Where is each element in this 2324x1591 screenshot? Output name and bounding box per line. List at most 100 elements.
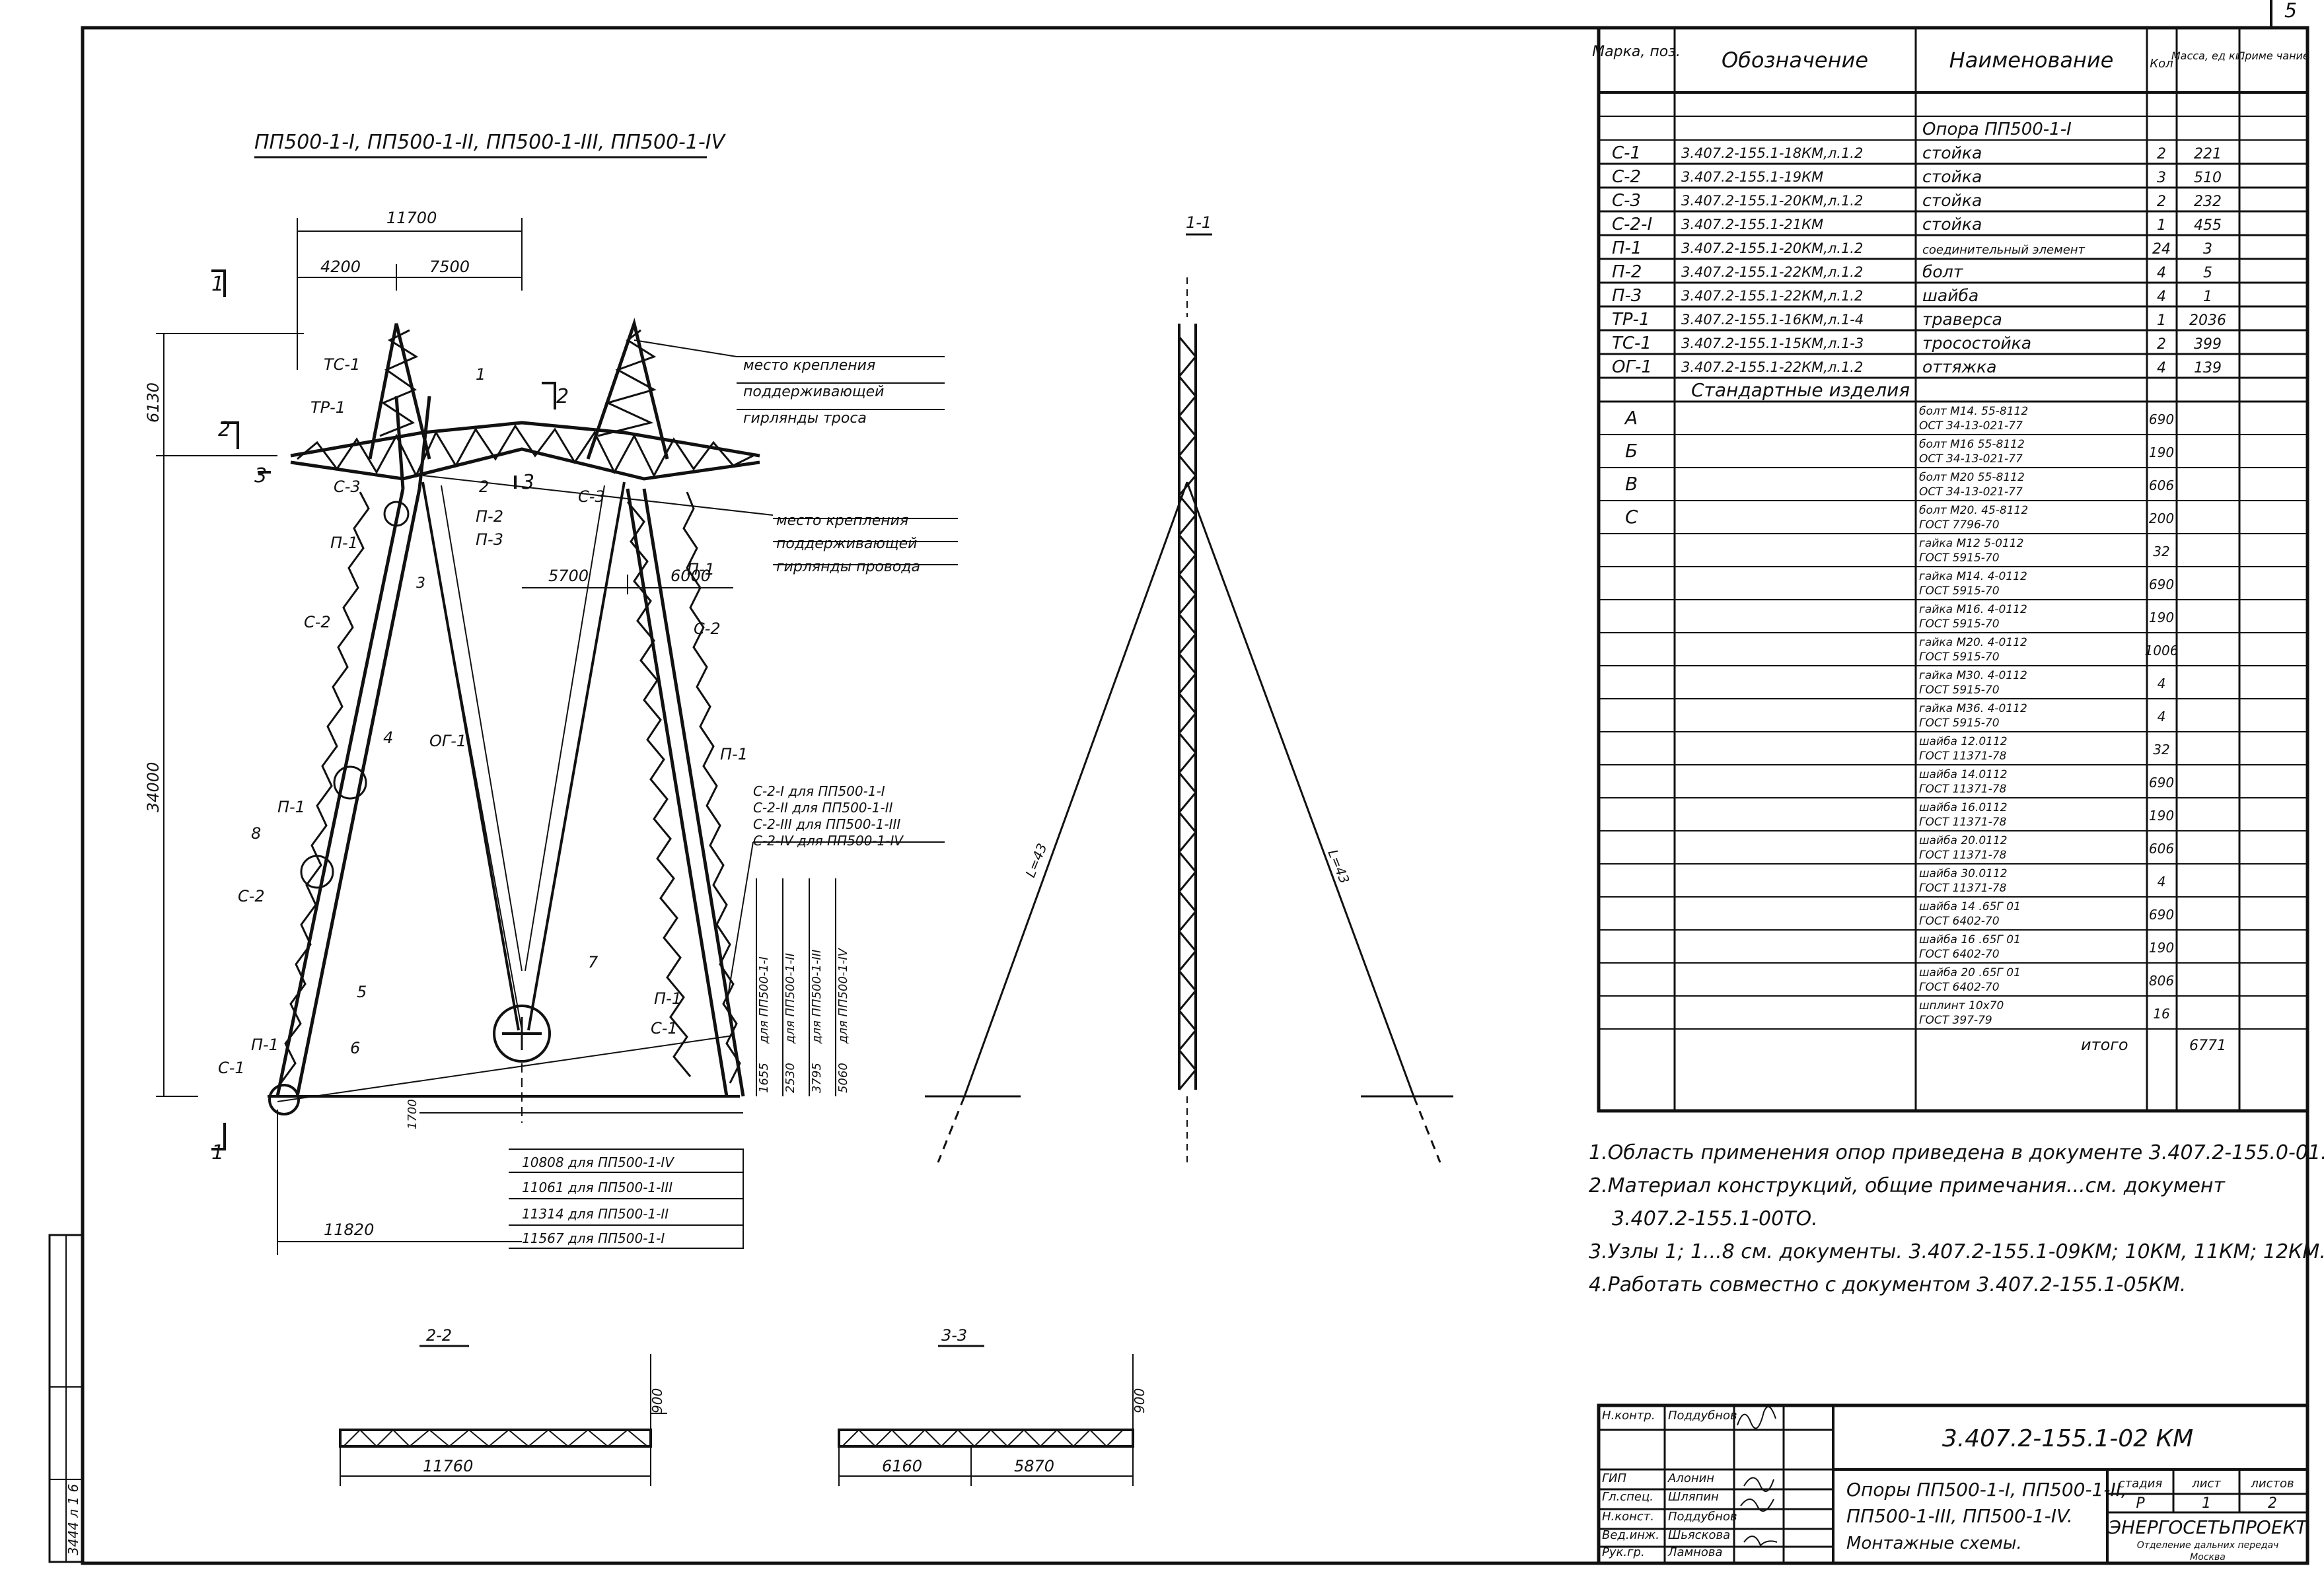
row-name: траверса [1922,310,2002,329]
base-dim-3: 11314 для ПП500-1-II [522,1206,669,1222]
note-cable-3: гирлянды троса [743,410,867,427]
role-name: Шляпин [1668,1490,1719,1504]
row-mass: 510 [2194,170,2222,186]
row-code: 3.407.2-155.1-20КМ,л.1.2 [1681,193,1863,209]
note-wire-1: место крепления [776,513,908,529]
row-mark: С-2-I [1612,215,1652,234]
cut-mark-2b: 2 [556,385,569,408]
row-code: 3.407.2-155.1-22КМ,л.1.2 [1681,359,1863,375]
left-leg-lattice [279,491,370,1084]
dim-height: 34000 [144,762,163,812]
role-name: Шьяскова [1668,1528,1730,1542]
note-cable-1: место крепления [743,357,875,374]
row-name: стойка [1922,191,1982,210]
std-qty: 32 [2153,742,2169,758]
std-name-1: шайба 30.0112 [1919,867,2008,880]
row-mark: П-1 [1612,238,1642,258]
part-n7: 7 [588,953,599,972]
drawing-title: ПП500-1-I, ПП500-1-II, ПП500-1-III, ПП50… [254,131,727,154]
th-code: Обозначение [1722,48,1868,73]
variant-4: С-2-IV для ПП500-1-IV [753,833,904,849]
std-qty: 1006 [2145,643,2179,658]
crossarm-lattice [297,424,754,478]
total-label: итого [2081,1036,2128,1054]
sheet-label: лист [2191,1477,2221,1491]
note-1: 1.Область применения опор приведена в до… [1589,1141,2324,1164]
section-3-3-dim-b: 5870 [1014,1457,1054,1475]
part-p1r2: П-1 [654,989,682,1008]
row-qty: 1 [2157,217,2166,234]
std-name-1: шайба 20.0112 [1919,834,2008,847]
row-mark: ТС-1 [1612,334,1652,353]
vdim-1-label: для ПП500-1-I [757,956,771,1044]
std-name-2: ГОСТ 5915-70 [1919,684,2000,697]
role-title: Рук.гр. [1602,1545,1645,1559]
row-code: 3.407.2-155.1-22КМ,л.1.2 [1681,264,1863,280]
vertical-dims: 1655 для ПП500-1-I 2530 для ПП500-1-II 3… [757,947,850,1093]
sheet-number: 5 [2284,0,2297,22]
dim-left-top: 6130 [144,382,163,423]
section-3-3-label: 3-3 [941,1326,967,1345]
cut-mark-3: 3 [254,464,267,487]
std-qty: 806 [2149,973,2174,989]
variant-3: С-2-III для ПП500-1-III [753,816,900,832]
std-qty: 690 [2149,577,2174,592]
row-code: 3.407.2-155.1-21КМ [1681,217,1823,232]
std-mark: В [1625,473,1638,495]
std-name-2: ОСТ 34-13-021-77 [1919,485,2023,499]
part-n4: 4 [383,728,393,747]
dim-top-left: 4200 [320,258,361,276]
std-qty: 32 [2153,544,2169,559]
row-qty: 2 [2157,146,2166,162]
sheets-label: листов [2250,1477,2294,1491]
base-dims: 10808 для ПП500-1-IV 11061 для ПП500-1-I… [522,1154,674,1246]
doc-code: 3.407.2-155.1-02 КМ [1942,1425,2193,1452]
row-mass: 399 [2194,336,2222,353]
std-name-1: шплинт 10х70 [1919,999,2004,1012]
base-dim-1: 10808 для ПП500-1-IV [522,1154,674,1170]
std-name-1: шайба 20 .65Г 01 [1919,966,2021,979]
std-name-1: гайка М16. 4-0112 [1919,603,2027,616]
note-3: 3.Узлы 1; 1...8 см. документы. 3.407.2-1… [1589,1240,2324,1263]
dim-top-total: 11700 [386,209,437,227]
std-name-2: ГОСТ 5915-70 [1919,717,2000,730]
row-mark: ОГ-1 [1612,357,1652,377]
std-name-1: шайба 16.0112 [1919,801,2008,814]
std-name-1: гайка М30. 4-0112 [1919,669,2027,682]
cut-mark-1-bottom: 1 [211,1141,224,1164]
part-c1: С-1 [218,1059,245,1077]
part-c3: С-3 [334,477,361,496]
vdim-2-value: 2530 [783,1063,797,1093]
role-title: Н.конст. [1602,1510,1654,1524]
std-qty: 190 [2149,940,2174,956]
std-name-1: шайба 14.0112 [1919,768,2008,781]
std-qty: 200 [2149,511,2174,526]
vdim-3-label: для ПП500-1-III [810,950,824,1044]
section-3-3-dim-a: 6160 [882,1457,922,1475]
base-dim-2: 11061 для ПП500-1-III [522,1180,672,1195]
row-qty: 2 [2157,194,2166,210]
std-name-2: ГОСТ 11371-78 [1919,750,2007,763]
note-2: 2.Материал конструкций, общие примечания… [1589,1174,2226,1197]
std-name-2: ГОСТ 5915-70 [1919,651,2000,664]
group-title: Опора ПП500-1-I [1922,120,2072,139]
part-c2r: С-2 [694,619,721,638]
th-qty: Кол [2150,57,2173,71]
dim-middle-b: 6000 [671,567,711,585]
row-mark: С-1 [1612,143,1641,163]
part-n1: 1 [476,365,486,384]
row-code: 3.407.2-155.1-22КМ,л.1.2 [1681,288,1863,304]
part-n2: 2 [479,477,489,496]
total-value: 6771 [2189,1038,2226,1054]
part-n6: 6 [350,1039,360,1057]
row-name: болт [1922,262,1964,281]
part-p3: П-3 [476,530,503,549]
std-qty: 606 [2149,477,2174,493]
row-mark: ТР-1 [1612,310,1650,330]
part-c2b: С-2 [238,887,265,905]
section-2-2-dim: 11760 [423,1457,473,1475]
std-name-1: болт М20. 45-8112 [1919,504,2028,517]
std-name-2: ГОСТ 11371-78 [1919,882,2007,895]
std-qty: 4 [2158,676,2166,691]
row-code: 3.407.2-155.1-20КМ,л.1.2 [1681,240,1863,256]
